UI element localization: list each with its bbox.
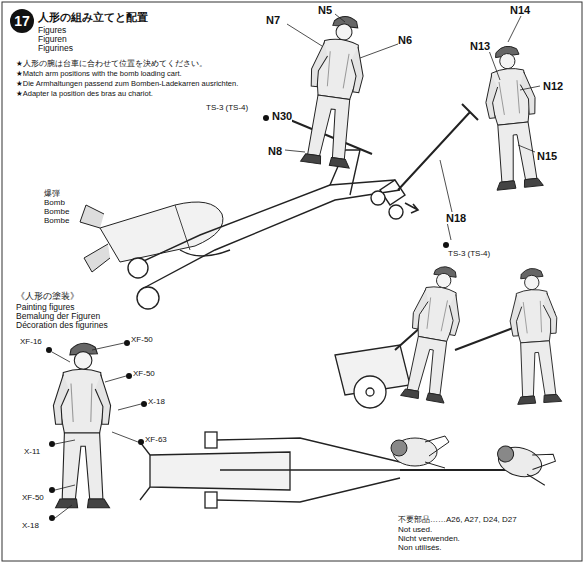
note: ★Adapter la position des bras au chariot… bbox=[16, 90, 153, 98]
note: ★人形の腕は台車に合わせて位置を決めてください。 bbox=[16, 60, 207, 68]
line-art bbox=[49, 441, 55, 447]
part-number: N5 bbox=[318, 4, 332, 16]
line-art bbox=[391, 436, 449, 468]
painting-title: Décoration des figurines bbox=[16, 321, 108, 330]
note: ★Match arm positions with the bomb loadi… bbox=[16, 70, 182, 78]
title-en: Figures bbox=[38, 26, 66, 35]
line-art bbox=[287, 14, 540, 152]
part-number: N30 bbox=[272, 110, 292, 122]
paint-code: X-11 bbox=[24, 448, 40, 457]
part-number: N6 bbox=[398, 34, 412, 46]
line-art bbox=[150, 452, 290, 490]
line-art bbox=[272, 118, 452, 240]
step-number: 17 bbox=[10, 9, 34, 33]
part-number: N15 bbox=[537, 150, 557, 162]
paint-code: X-18 bbox=[22, 522, 39, 531]
line-art bbox=[215, 438, 400, 502]
paint-code: XF-50 bbox=[133, 370, 155, 379]
cart-top-view bbox=[140, 432, 510, 508]
paint-code: TS-3 (TS-4) bbox=[448, 250, 490, 259]
line-art bbox=[46, 347, 52, 353]
part-number: N14 bbox=[510, 4, 530, 16]
line-art bbox=[354, 376, 386, 408]
paint-code: XF-16 bbox=[20, 338, 42, 347]
line-art bbox=[493, 440, 557, 486]
part-name: Bombe bbox=[44, 208, 69, 217]
paint-code: XF-50 bbox=[131, 336, 153, 345]
part-number: N13 bbox=[470, 40, 490, 52]
line-art bbox=[399, 263, 468, 404]
line-art bbox=[371, 191, 385, 205]
paint-code: XF-63 bbox=[145, 436, 167, 445]
part-number: N12 bbox=[543, 80, 563, 92]
line-art bbox=[140, 442, 150, 500]
line-art bbox=[80, 205, 110, 272]
part-name: 爆弾 bbox=[44, 190, 60, 199]
line-art bbox=[443, 242, 449, 248]
painting-title: Bemalung der Figuren bbox=[16, 312, 100, 321]
not-used-note: Nicht verwenden. bbox=[398, 535, 460, 544]
part-name: Bombe bbox=[44, 217, 69, 226]
title-fr: Figurines bbox=[38, 44, 73, 53]
line-art bbox=[205, 492, 217, 508]
part-number: N7 bbox=[266, 14, 280, 26]
line-art bbox=[400, 469, 510, 471]
line-art bbox=[137, 287, 159, 309]
line-art bbox=[366, 388, 374, 396]
line-art bbox=[52, 343, 141, 518]
painting-title: Painting figures bbox=[16, 303, 75, 312]
line-art bbox=[135, 180, 400, 290]
line-art bbox=[398, 104, 478, 190]
part-number: N18 bbox=[446, 212, 466, 224]
not-used-note: Non utilisés. bbox=[398, 544, 442, 553]
line-art bbox=[480, 44, 544, 190]
step-number-text: 17 bbox=[14, 13, 30, 29]
not-used-note: 不要部品……A26, A27, D24, D27 bbox=[398, 516, 517, 525]
line-art bbox=[49, 515, 55, 521]
line-art bbox=[126, 373, 132, 379]
line-art bbox=[49, 487, 55, 493]
line-art bbox=[299, 13, 371, 168]
line-art bbox=[141, 401, 147, 407]
line-art bbox=[205, 432, 217, 448]
line-art bbox=[220, 469, 400, 470]
painting-title: 《人形の塗装》 bbox=[16, 292, 79, 301]
part-number: N8 bbox=[268, 145, 282, 157]
line-art bbox=[507, 267, 563, 405]
paint-code: TS-3 (TS-4) bbox=[206, 104, 248, 113]
note: ★Die Armhaltungen passend zum Bomben-Lad… bbox=[16, 80, 238, 88]
part-name: Bomb bbox=[44, 199, 65, 208]
step-title: 人形の組み立てと配置 bbox=[38, 12, 148, 24]
title-de: Figuren bbox=[38, 35, 67, 44]
line-art bbox=[124, 340, 130, 346]
line-art bbox=[53, 343, 110, 508]
bomb bbox=[80, 202, 223, 272]
bomb-cart bbox=[128, 104, 478, 309]
line-art bbox=[405, 203, 418, 213]
line-art bbox=[389, 205, 403, 219]
paint-code: X-18 bbox=[148, 398, 165, 407]
not-used-note: Not used. bbox=[398, 526, 432, 535]
line-art bbox=[263, 115, 269, 121]
line-art bbox=[138, 439, 144, 445]
line-art bbox=[128, 258, 148, 278]
paint-code: XF-50 bbox=[22, 494, 44, 503]
callout-dots bbox=[46, 115, 449, 521]
